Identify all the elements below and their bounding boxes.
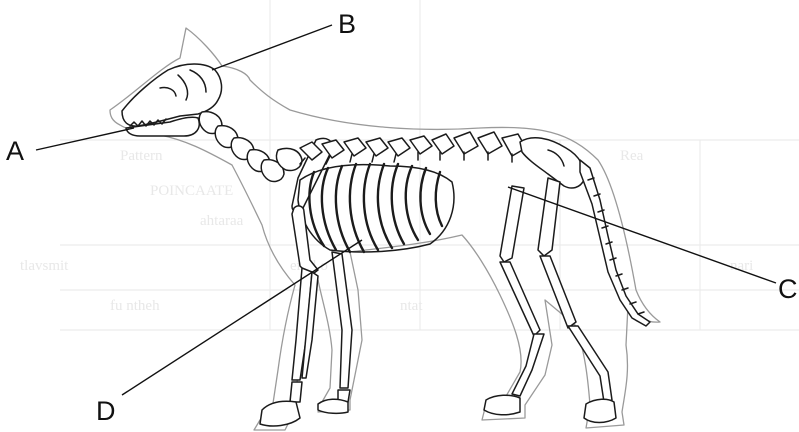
svg-text:POINCAATE: POINCAATE xyxy=(150,183,233,199)
tail xyxy=(580,160,650,326)
svg-text:fu ntheh: fu ntheh xyxy=(110,298,160,314)
label-b: B xyxy=(338,9,356,39)
svg-text:tlavsmit: tlavsmit xyxy=(20,258,69,274)
svg-text:ahtaraa: ahtaraa xyxy=(200,213,244,229)
label-d: D xyxy=(96,396,116,426)
leader-line-b xyxy=(212,25,332,70)
label-c: C xyxy=(778,274,798,304)
vertebral-column xyxy=(300,132,526,164)
rib-cage xyxy=(298,164,454,252)
label-a: A xyxy=(6,136,24,166)
svg-text:Pattern: Pattern xyxy=(120,148,163,164)
svg-text:Rea: Rea xyxy=(620,148,644,164)
background-show-through: Pattern Rea POINCAATE ahtaraa tlavsmit e… xyxy=(20,0,799,330)
leader-line-a xyxy=(36,128,134,150)
diagram-labels: A B C D xyxy=(6,9,798,426)
svg-text:nari: nari xyxy=(730,258,753,274)
svg-text:ntat: ntat xyxy=(400,298,423,314)
foreleg xyxy=(260,206,352,426)
cervical-vertebrae xyxy=(199,112,302,182)
